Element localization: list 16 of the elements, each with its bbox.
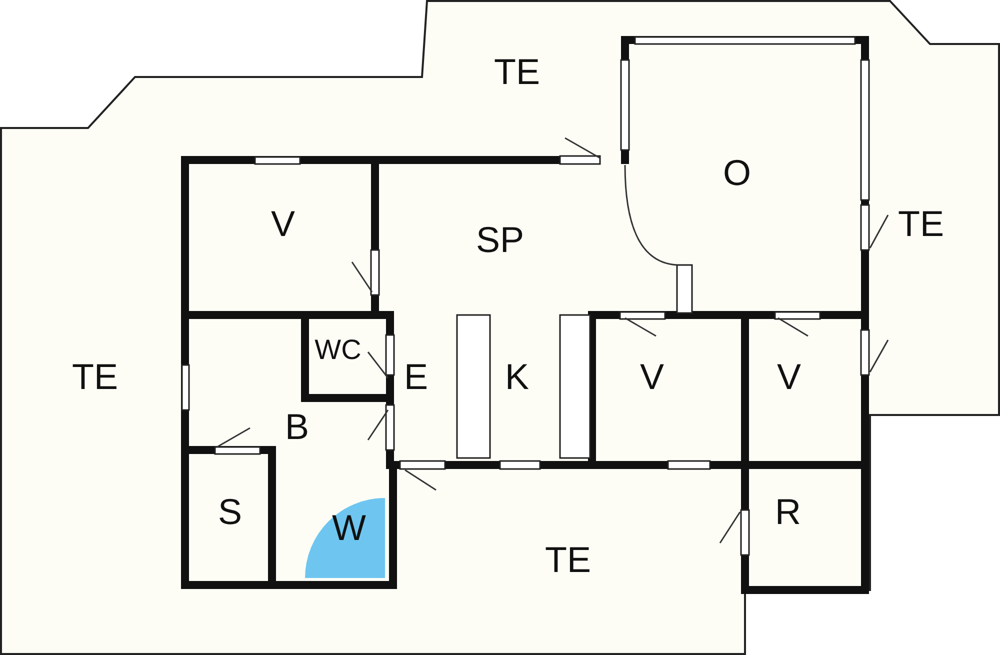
room-label: R: [775, 494, 801, 530]
room-label: TE: [494, 54, 540, 90]
room-label: K: [505, 359, 529, 395]
room-label: WC: [314, 336, 362, 364]
room-label: B: [285, 409, 309, 445]
room-label: V: [640, 359, 664, 395]
room-label: E: [404, 359, 428, 395]
room-label: TE: [545, 542, 591, 578]
room-label: V: [777, 359, 801, 395]
room-label: TE: [72, 359, 118, 395]
room-label: O: [723, 155, 751, 191]
room-label: SP: [476, 222, 524, 258]
room-label: W: [332, 510, 366, 546]
room-label: TE: [898, 206, 944, 242]
room-label: V: [271, 206, 295, 242]
room-label: S: [218, 494, 242, 530]
